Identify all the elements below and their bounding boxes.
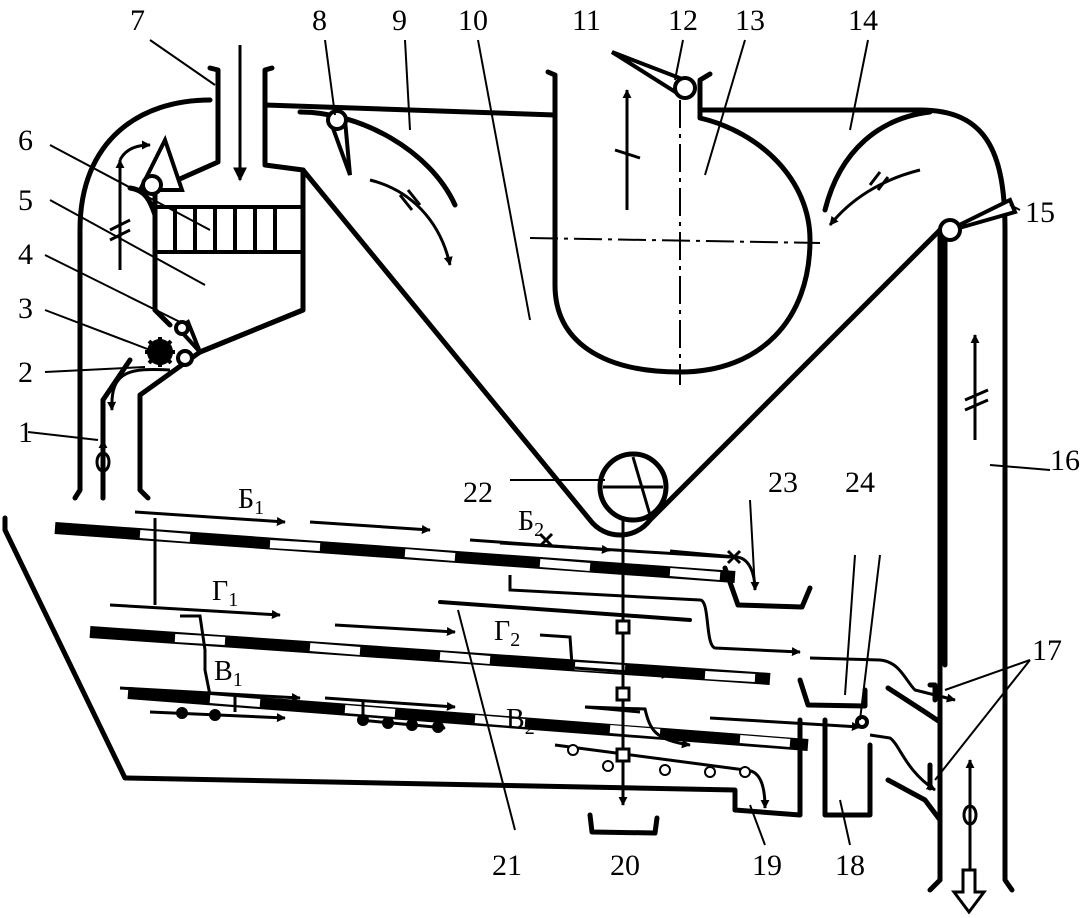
cyclone-outlet-left: [545, 69, 813, 375]
center-lines: [529, 100, 821, 385]
left-lower-wall: [137, 392, 151, 501]
loop-markers: [95, 451, 978, 826]
label-part-15: 15: [1025, 196, 1055, 229]
feed-rotor-3: [145, 337, 194, 367]
stream-label-g1: Г1: [212, 576, 238, 611]
machine-structure: [2, 65, 1015, 893]
frame-right-lower: [822, 717, 873, 818]
label-part-23: 23: [768, 466, 798, 499]
left-channel-outer: [72, 97, 213, 501]
x-marks: [538, 532, 742, 565]
tray-23: [722, 565, 813, 610]
label-part-12: 12: [668, 4, 698, 37]
leader-lines: [27, 39, 1051, 846]
label-part-20: 20: [610, 849, 640, 882]
flap-15-pivot: [938, 218, 962, 242]
label-part-8: 8: [312, 4, 327, 37]
label-part-11: 11: [572, 4, 601, 37]
stream-label-b1: Б1: [238, 484, 264, 519]
vane-9: [297, 109, 458, 208]
frame-left-wall: [2, 515, 803, 818]
feed-inlet-left-wall: [152, 65, 221, 328]
stream-labels: Б1 Б2 Г1 Г2 В1 В2: [212, 484, 544, 739]
flap-4-pivot: [174, 320, 190, 336]
plate-21: [438, 600, 692, 622]
part-number-labels: 1 2 3 4 5 6 7 8 9 10 11 12 13 14 15 16 1…: [18, 4, 1080, 882]
label-part-7: 7: [130, 4, 145, 37]
vane-14: [822, 109, 933, 213]
left-channel-inner: [127, 185, 158, 313]
label-part-21: 21: [492, 849, 522, 882]
label-part-5: 5: [18, 184, 33, 217]
flap-12-pivot: [673, 76, 697, 100]
channel-16-inner: [927, 227, 943, 893]
label-part-3: 3: [18, 292, 33, 325]
outlet-17-lower: [885, 777, 943, 883]
flaps: [136, 50, 1018, 729]
auger-22: [597, 451, 669, 523]
label-part-10: 10: [458, 4, 488, 37]
label-part-2: 2: [18, 356, 33, 389]
label-part-1: 1: [18, 416, 33, 449]
duct-14-top: [697, 107, 1015, 893]
label-part-18: 18: [835, 849, 865, 882]
particle-dots: [176, 707, 751, 778]
flap-6-pivot: [141, 174, 163, 196]
sieve-middle-openings: [174, 634, 756, 682]
label-part-4: 4: [18, 238, 33, 271]
top-duct-line: [262, 102, 558, 118]
label-part-22: 22: [463, 476, 493, 509]
tray-20: [587, 812, 660, 836]
label-part-6: 6: [18, 124, 33, 157]
outlet-arrow: [951, 868, 987, 915]
settling-chamber-left: [300, 167, 943, 538]
tray-24-upper: [797, 677, 868, 709]
flow-squares: [615, 619, 631, 763]
label-part-9: 9: [392, 4, 407, 37]
stream-label-v2: В2: [506, 704, 535, 739]
stream-label-g2: Г2: [494, 616, 520, 651]
stream-label-b2: Б2: [518, 506, 544, 541]
label-part-19: 19: [752, 849, 782, 882]
label-part-14: 14: [848, 4, 878, 37]
label-part-13: 13: [735, 4, 765, 37]
inlet-screen: [153, 205, 305, 254]
flow-arrows: [98, 45, 989, 870]
flap-8-pivot: [326, 109, 348, 131]
outlet-17-upper: [885, 685, 943, 725]
stream-label-v1: В1: [214, 656, 243, 691]
label-part-24: 24: [845, 466, 875, 499]
sieve-upper-openings: [139, 530, 721, 580]
label-part-17: 17: [1032, 634, 1062, 667]
label-part-16: 16: [1050, 444, 1080, 477]
